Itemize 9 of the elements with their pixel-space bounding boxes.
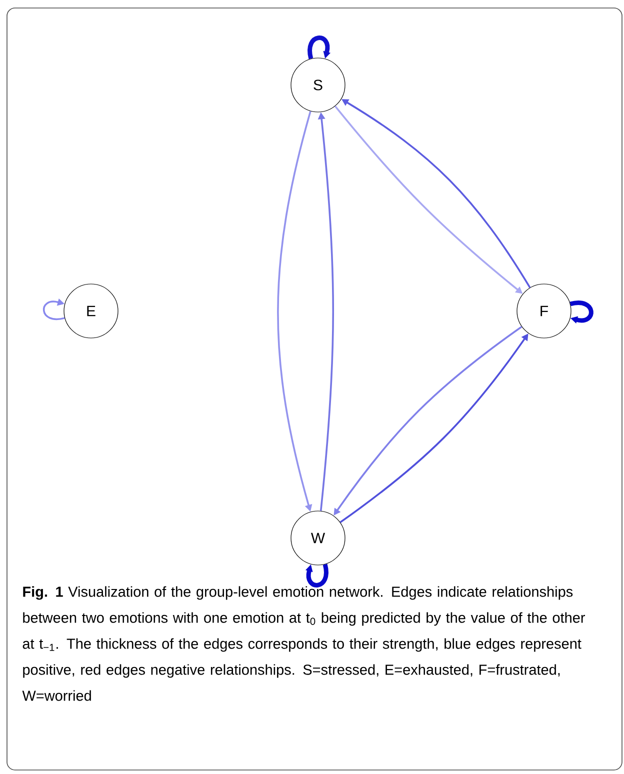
arrow: [43, 298, 65, 320]
arrow: [305, 564, 328, 588]
arrow: [308, 36, 331, 60]
emotion-node: E: [64, 284, 118, 338]
emotion-node: F: [516, 284, 572, 338]
emotion-node: S: [290, 58, 346, 112]
caption: Fig. 1 Visualization of the group-level emotion network. Edges indicate relationships between two emotions with one emotion at t$_{0}$ being predicted by the value of the other at t$_{−1}$. The thickness of the edges corresponds to their strength, blue edges represent positive, red edges negative relationships. S=stressed, E=exhausted, F=frustrated, W=worried: [22, 586, 586, 701]
arrow: [570, 300, 594, 324]
emotion-node: W: [290, 510, 346, 566]
